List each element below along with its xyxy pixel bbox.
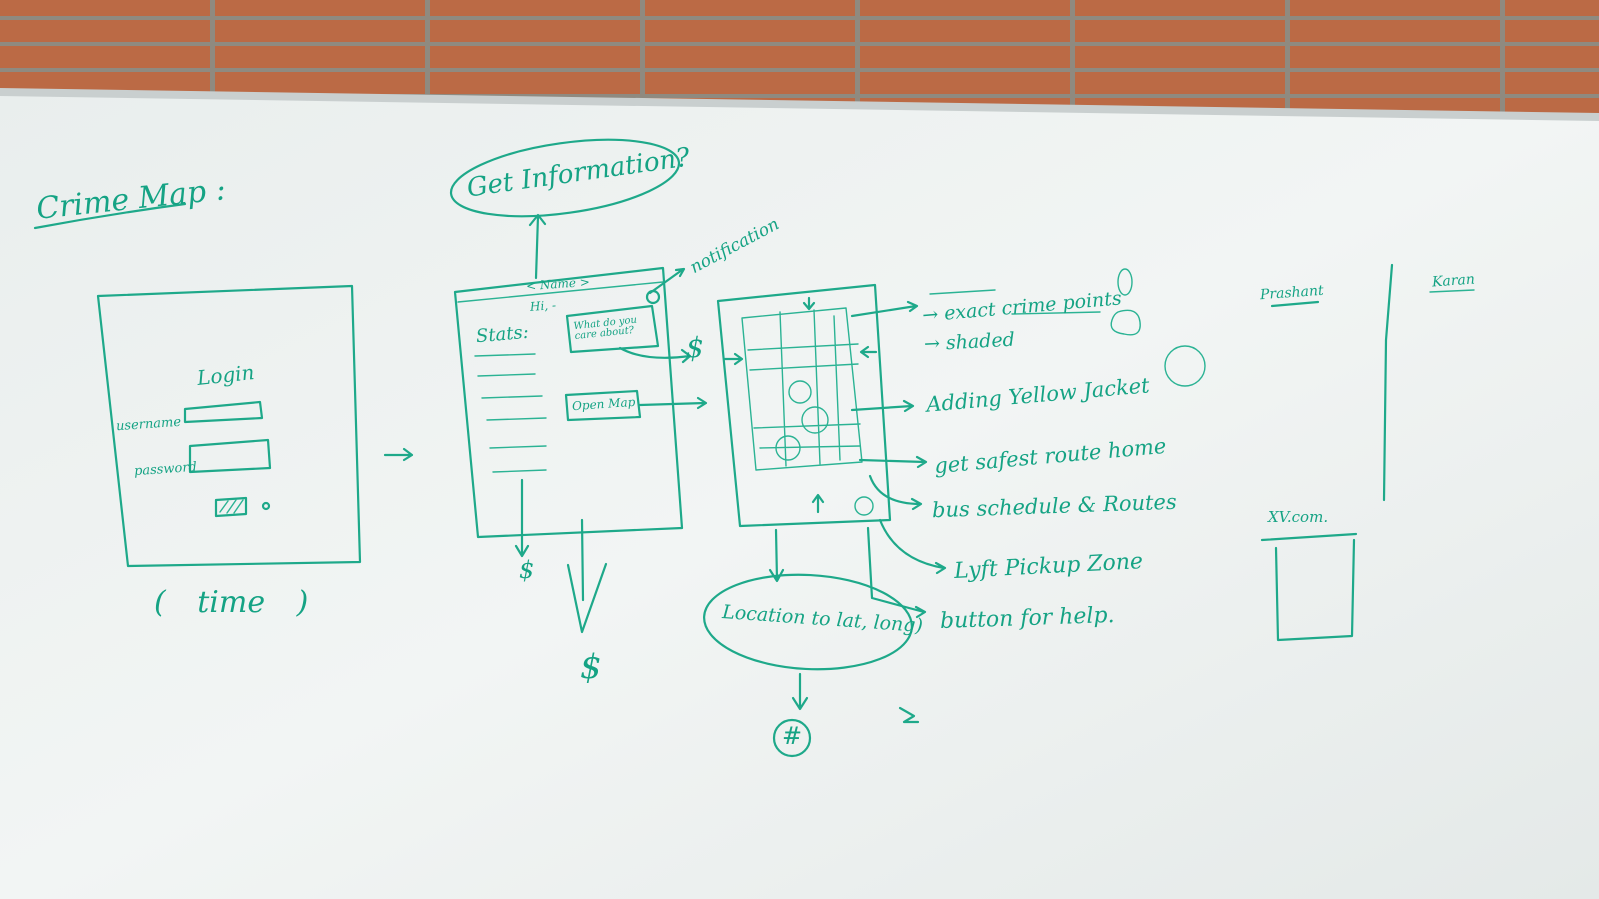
arrow-right-into-map (859, 345, 878, 359)
notification-arrow (648, 267, 686, 295)
board-surface (0, 92, 1599, 899)
password-box (188, 438, 272, 474)
arrow-to-crime-points (850, 300, 919, 318)
login-button-hatching (219, 499, 244, 514)
hash-circle (772, 718, 812, 758)
circle-doodle (1164, 345, 1206, 387)
crime-marker-1 (788, 380, 812, 404)
arrow-login-to-profile (383, 447, 414, 462)
arrow-profile-to-dollar (514, 478, 530, 558)
karan-label: Karan (1431, 271, 1476, 291)
arrow-care-to-dollar (618, 346, 692, 364)
board-frame (0, 88, 1599, 121)
login-button-sketch (214, 496, 248, 518)
arrow-map-to-location (768, 528, 785, 583)
profile-phone-frame (453, 266, 684, 539)
arrow-to-safest-route (858, 455, 928, 469)
arrow-to-help (866, 526, 927, 619)
login-phone-frame (96, 284, 362, 568)
map-top-arrow (802, 296, 816, 311)
location-bubble (703, 573, 913, 671)
blob-doodle (1110, 309, 1141, 336)
arrow-to-lyft (878, 518, 947, 575)
dollar-sign-1: $ (686, 331, 704, 364)
map-view (741, 307, 863, 471)
divider-line (1382, 263, 1394, 502)
xv-box (1260, 532, 1358, 642)
crime-marker-3 (775, 435, 801, 461)
hash-label: # (782, 722, 803, 750)
open-map-box (564, 389, 642, 422)
shaded-label: → shaded (923, 328, 1016, 356)
username-box (183, 400, 264, 424)
sos-button-sketch (854, 496, 874, 516)
login-button-dot (261, 501, 271, 511)
arrow-to-yellow-jacket (850, 399, 915, 413)
crime-points-overline (929, 289, 996, 295)
stats-label: Stats: (475, 321, 530, 348)
login-label: Login (195, 360, 256, 390)
stats-lines (474, 353, 547, 473)
arrow-down-to-dollar (566, 518, 608, 634)
arrow-to-hash (791, 672, 809, 711)
what-do-you-box (565, 304, 660, 354)
dollar-sign-2: $ (519, 556, 535, 584)
profile-header-line (457, 281, 664, 303)
map-phone-frame (716, 283, 892, 528)
button-help-label: button for help. (939, 602, 1115, 635)
dollar-sign-3: $ (580, 647, 602, 687)
map-street-lines (747, 309, 861, 467)
arrow-to-bus (868, 474, 923, 511)
arrow-openmap-to-map (638, 396, 708, 410)
time-label: ( time ) (154, 585, 309, 620)
crime-marker-2 (801, 406, 829, 434)
get-info-bubble (449, 138, 681, 218)
hi-label: Hi, - (529, 298, 557, 314)
xv-com-label: XV.com. (1268, 508, 1329, 526)
pin-doodle (1117, 268, 1133, 296)
map-up-arrow (811, 493, 825, 514)
prashant-underline (1270, 300, 1320, 308)
squiggle-mark (898, 706, 920, 724)
karan-underline (1429, 289, 1475, 293)
arrow-into-map (723, 352, 744, 366)
prashant-label: Prashant (1259, 282, 1325, 304)
title-underline (33, 202, 187, 230)
crime-points-underline (1011, 311, 1101, 315)
